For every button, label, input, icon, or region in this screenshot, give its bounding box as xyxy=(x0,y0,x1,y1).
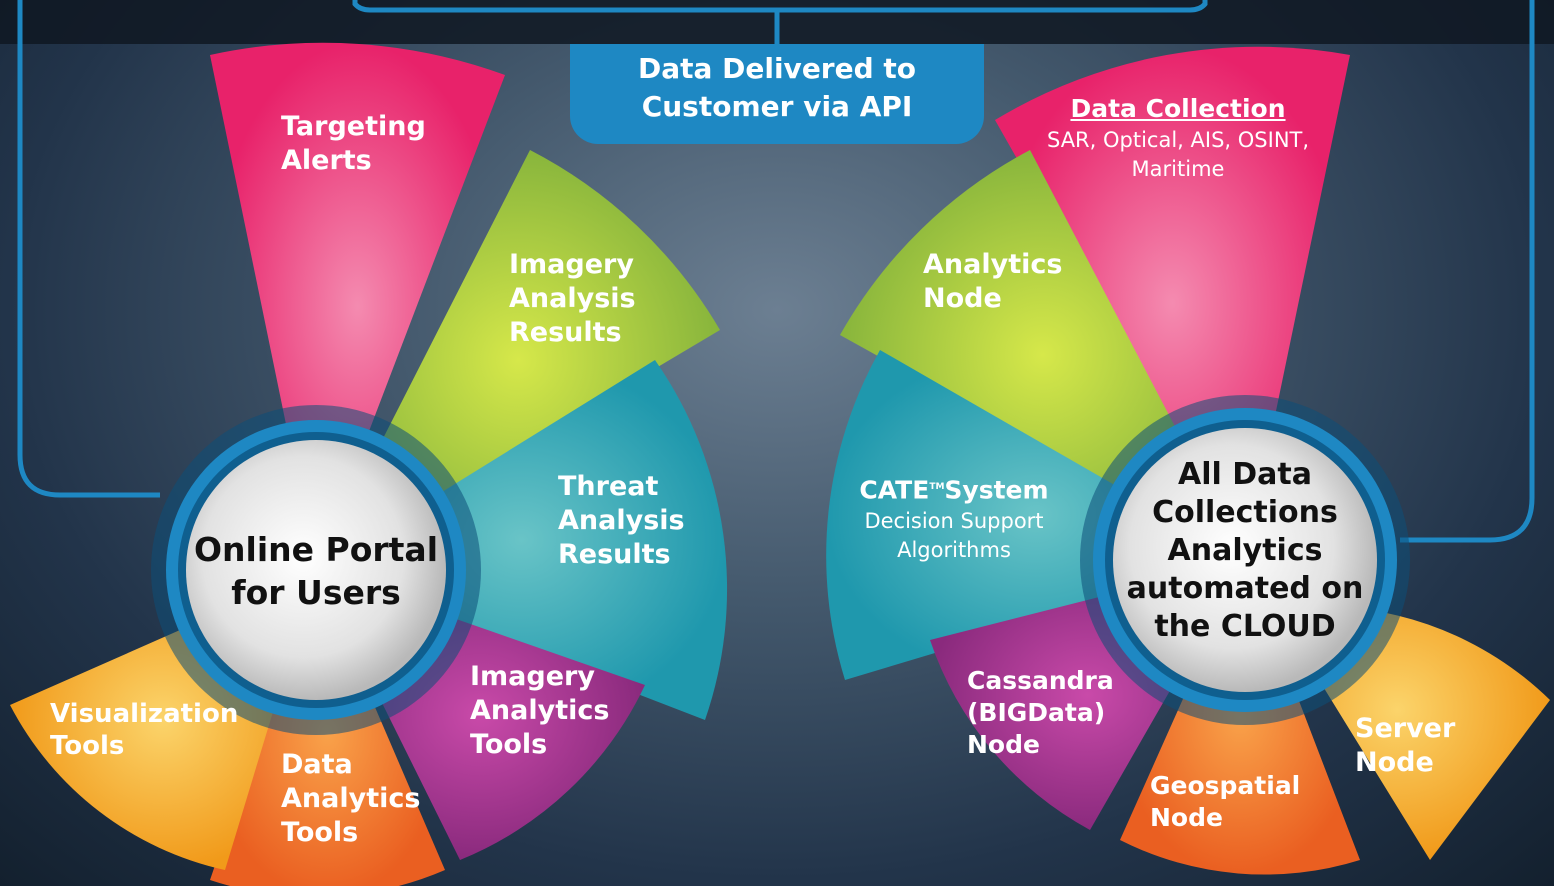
label-data-analytics-tools: Data Analytics Tools xyxy=(281,748,420,850)
label-line: Analytics xyxy=(281,783,421,814)
label-line: Results xyxy=(558,539,671,570)
label-line: Targeting xyxy=(281,111,426,142)
data-collection-title: Data Collection xyxy=(1070,94,1286,123)
cate-line-1: Decision Support xyxy=(864,509,1044,534)
label-visualization-tools: Visualization Tools xyxy=(50,698,238,762)
label-cate-system: CATETMSystem Decision Support Algorithms xyxy=(838,470,1070,565)
segment-cate-system xyxy=(826,350,1245,680)
connector-frame xyxy=(17,0,1535,543)
label-data-collection: Data Collection SAR, Optical, AIS, OSINT… xyxy=(1030,92,1326,184)
label-line: Node xyxy=(923,283,1002,314)
label-line: Geospatial xyxy=(1150,771,1301,800)
right-hub-circle xyxy=(1080,395,1410,725)
left-hub-circle xyxy=(151,405,481,735)
data-collection-line-1: SAR, Optical, AIS, OSINT, xyxy=(1046,128,1310,152)
right-hub-line-3: Analytics xyxy=(1167,533,1323,568)
label-line: Analytics xyxy=(923,249,1063,280)
left-hub-line-1: Online Portal xyxy=(193,530,439,569)
label-server-node: Server Node xyxy=(1355,712,1455,780)
cate-title-rest: System xyxy=(944,475,1049,505)
cate-title-line: CATETMSystem xyxy=(838,470,1070,507)
cate-line-2: Algorithms xyxy=(897,538,1011,563)
label-line: Alerts xyxy=(281,145,372,176)
label-cassandra-node: Cassandra (BIGData) Node xyxy=(967,665,1114,761)
label-line: Tools xyxy=(50,731,125,761)
banner-line-2: Customer via API xyxy=(641,90,913,123)
label-line: Tools xyxy=(281,817,359,848)
right-hub-line-5: the CLOUD xyxy=(1154,609,1336,644)
label-line: Threat xyxy=(558,471,659,502)
label-targeting-alerts: Targeting Alerts xyxy=(281,110,426,178)
left-hub-line-2: for Users xyxy=(231,573,401,612)
label-line: Node xyxy=(967,730,1040,759)
label-analytics-node: Analytics Node xyxy=(923,248,1062,316)
right-hub-line-4: automated on xyxy=(1126,571,1364,606)
label-line: Imagery xyxy=(470,661,595,692)
label-line: Node xyxy=(1150,803,1223,832)
segment-targeting-alerts xyxy=(210,42,505,571)
label-line: Results xyxy=(509,317,622,348)
label-line: (BIGData) xyxy=(967,698,1106,727)
segment-threat-analysis-results xyxy=(316,360,728,720)
label-line: Node xyxy=(1355,747,1434,778)
right-hub-label: All Data Collections Analytics automated… xyxy=(1115,456,1375,646)
banner-line-1: Data Delivered to xyxy=(637,52,917,85)
label-line: Imagery xyxy=(509,249,634,280)
label-imagery-analysis-results: Imagery Analysis Results xyxy=(509,248,636,350)
label-line: Visualization xyxy=(50,699,239,729)
api-delivery-banner: Data Delivered to Customer via API xyxy=(570,44,984,144)
label-line: Analysis xyxy=(509,283,636,314)
cate-title: CATE xyxy=(859,475,930,505)
cate-trademark: TM xyxy=(929,482,945,492)
label-line: Analytics xyxy=(470,695,610,726)
label-threat-analysis-results: Threat Analysis Results xyxy=(558,470,685,572)
label-geospatial-node: Geospatial Node xyxy=(1150,770,1300,834)
label-imagery-analytics-tools: Imagery Analytics Tools xyxy=(470,660,609,762)
data-collection-line-2: Maritime xyxy=(1131,157,1225,181)
label-line: Tools xyxy=(470,729,548,760)
right-hub-line-1: All Data xyxy=(1178,457,1312,492)
left-hub-label: Online Portal for Users xyxy=(186,528,446,614)
label-line: Cassandra xyxy=(967,666,1114,695)
label-line: Analysis xyxy=(558,505,685,536)
label-line: Data xyxy=(281,749,353,780)
label-line: Server xyxy=(1355,713,1456,744)
right-hub-line-2: Collections xyxy=(1152,495,1338,530)
